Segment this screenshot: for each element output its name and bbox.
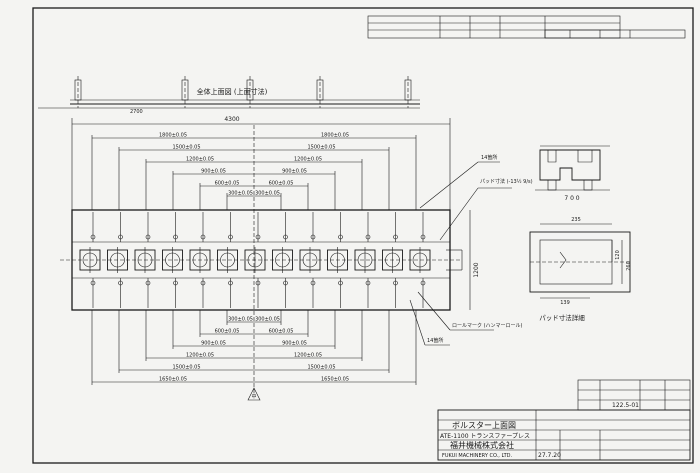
pad — [272, 247, 293, 273]
pad — [134, 247, 156, 273]
lower-dim-label: 1200±0.05 — [186, 353, 214, 359]
detail-dim-0: 235 — [571, 217, 581, 223]
upper-dim-label: 1500±0.05 — [172, 145, 200, 151]
t-slot — [118, 212, 123, 308]
upper-dim-label: 300±0.05 — [228, 191, 253, 197]
t-slot — [283, 212, 288, 308]
t-slot — [338, 212, 343, 308]
t-slot — [420, 212, 426, 308]
drawing-date: 27.7.20 — [538, 452, 561, 459]
upper-dim-label: 900±0.05 — [201, 169, 226, 175]
detail-dim-2: 260 — [626, 261, 632, 271]
pad — [162, 247, 183, 273]
callout-count-lower: 14箇所 — [427, 337, 443, 344]
upper-dim-label: 600±0.05 — [269, 181, 294, 187]
lower-dim-label: 1500±0.05 — [172, 365, 200, 371]
top-view-post — [246, 76, 254, 108]
height-dim: 1200 — [473, 262, 480, 277]
t-slots — [90, 212, 426, 308]
t-slot — [365, 212, 371, 308]
pad — [354, 247, 376, 273]
company-name-en: FUKUI MACHINERY CO., LTD. — [442, 453, 512, 459]
upper-dimension-lines: 1800±0.05 1800±0.05 1500±0.05 1500±0.05 1200… — [91, 133, 417, 210]
lower-dim-label: 1650±0.05 — [159, 377, 187, 383]
lower-dim-label: 1200±0.05 — [294, 353, 322, 359]
top-view-post — [181, 76, 189, 108]
lower-dim-label: 300±0.05 — [228, 317, 253, 323]
revision-table — [367, 15, 686, 39]
top-view: 全体上面図 (上面寸法) 2700 — [38, 76, 420, 115]
t-slot — [173, 212, 178, 308]
t-slot — [228, 212, 233, 308]
detail-label: パッド寸法詳細 — [539, 313, 585, 322]
pad — [244, 247, 266, 273]
pad — [327, 247, 348, 273]
top-view-post — [74, 76, 82, 108]
t-slot — [393, 212, 398, 308]
upper-dim-label: 600±0.05 — [215, 181, 240, 187]
pad-detail-view: 235 120 260 139 パッド寸法詳細 — [529, 217, 632, 322]
pad — [409, 247, 431, 273]
drawing-model: ATE-1100 トランスファープレス — [440, 433, 530, 440]
company-name: 福井機械株式会社 — [450, 440, 514, 450]
pad — [382, 247, 403, 273]
lower-dim-label: 300±0.05 — [255, 317, 280, 323]
pad — [217, 247, 238, 273]
detail-dim-1: 120 — [615, 250, 621, 260]
top-view-label: 全体上面図 (上面寸法) — [197, 87, 268, 96]
lower-dim-label: 1650±0.05 — [321, 377, 349, 383]
upper-dim-label: 1800±0.05 — [159, 133, 187, 139]
bolster-plan: 4300 1800±0.05 1800±0.05 1500±0.05 1500±0.0… — [60, 116, 533, 401]
sheet-border — [32, 7, 694, 464]
upper-dim-label: 1500±0.05 — [307, 145, 335, 151]
upper-dim-label: 1200±0.05 — [294, 157, 322, 163]
lower-dim-label: 600±0.05 — [215, 329, 240, 335]
overall-length-dim: 4300 — [224, 116, 239, 123]
upper-dim-label: 300±0.05 — [255, 191, 280, 197]
side-view-label: 7 0 0 — [564, 195, 579, 202]
pad — [79, 247, 101, 273]
top-view-post — [316, 76, 324, 108]
lower-dim-label: 900±0.05 — [282, 341, 307, 347]
upper-dim-label: 1200±0.05 — [186, 157, 214, 163]
lower-dim-label: 900±0.05 — [201, 341, 226, 347]
detail-dim-3: 139 — [560, 300, 570, 306]
drawing-title: ボルスター上面図 — [452, 421, 516, 430]
t-slot — [90, 212, 96, 308]
pad-row — [79, 247, 431, 273]
side-section-view: 7 0 0 — [535, 145, 610, 202]
drawing-number: 122.5-01 — [612, 402, 639, 409]
upper-dim-label: 900±0.05 — [282, 169, 307, 175]
title-block: 122.5-01 ボルスター上面図 ATE-1100 トランスファープレス 福井… — [437, 379, 691, 461]
t-slot — [255, 212, 261, 308]
pad — [107, 247, 128, 273]
callout-count-upper: 14箇所 — [481, 154, 497, 161]
top-view-post — [404, 76, 412, 108]
pad — [299, 247, 321, 273]
callout-lower: ロールマーク (ハンマーロール) — [452, 323, 523, 329]
t-slot — [145, 212, 151, 308]
lower-dim-label: 1500±0.05 — [307, 365, 335, 371]
top-view-length: 2700 — [130, 109, 143, 115]
upper-dim-label: 1800±0.05 — [321, 133, 349, 139]
svg-text:中: 中 — [251, 393, 256, 400]
center-mark-icon — [247, 387, 261, 401]
t-slot — [310, 212, 316, 308]
callout-pad: パッド寸法 (-13½ 9/s) — [480, 178, 533, 185]
lower-dim-label: 600±0.05 — [269, 329, 294, 335]
top-view-posts — [74, 76, 412, 108]
pad — [189, 247, 211, 273]
t-slot — [200, 212, 206, 308]
